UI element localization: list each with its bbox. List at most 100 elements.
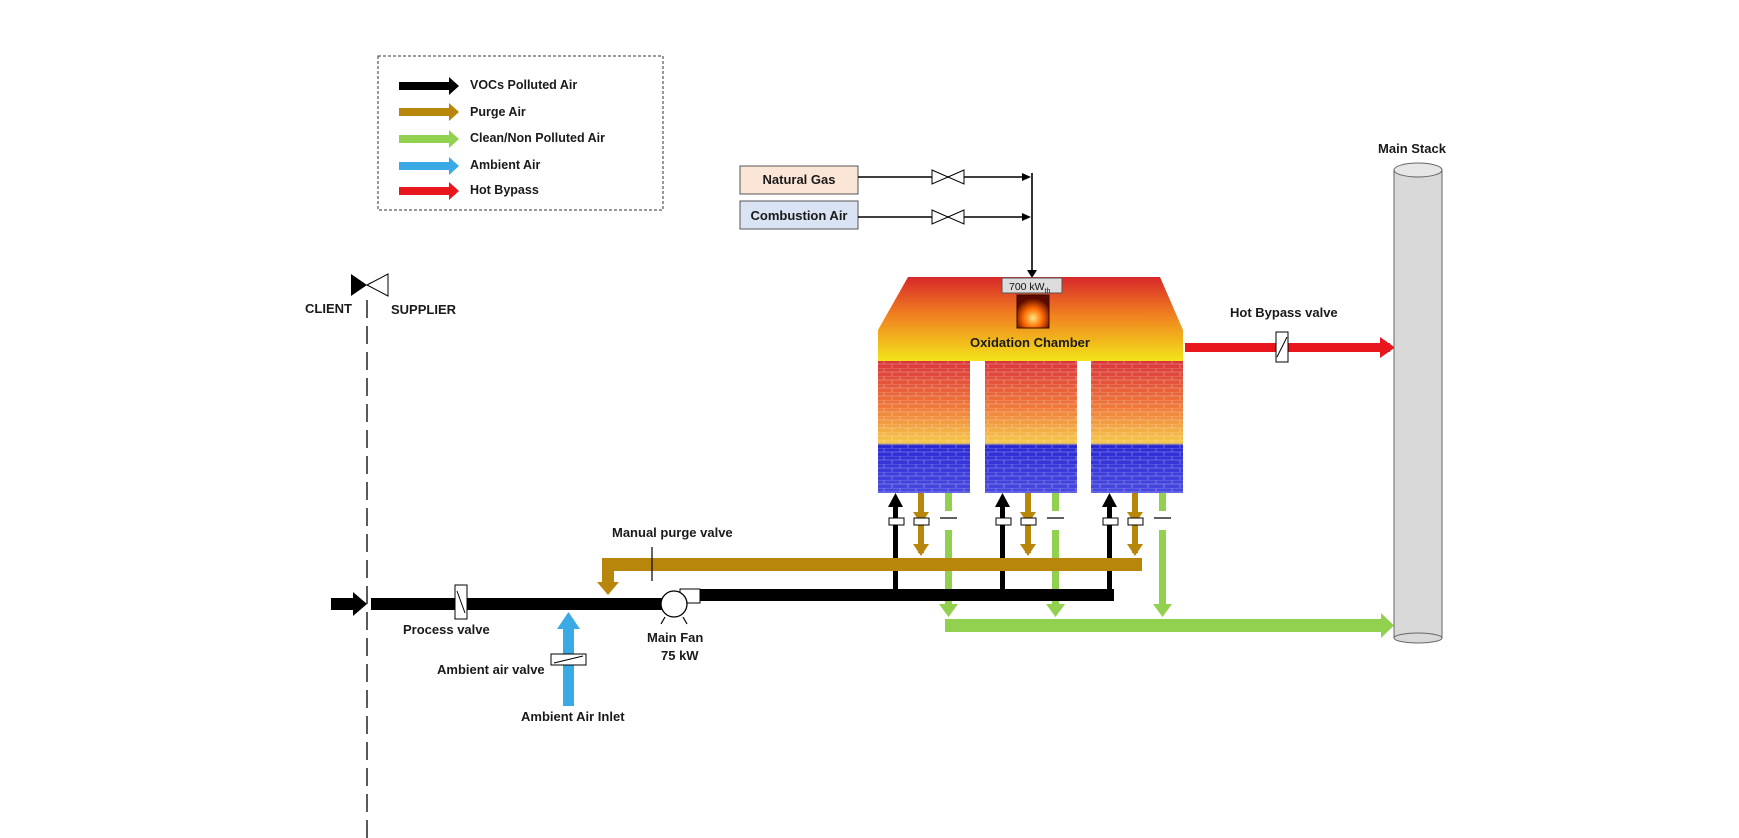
bed-1-voc-arrow bbox=[888, 493, 903, 507]
battery-limit-valve-open-icon bbox=[365, 273, 389, 297]
bed-2-voc-duct bbox=[1000, 503, 1005, 597]
voc-inlet-stub bbox=[331, 598, 355, 610]
bed-1-clean-duct bbox=[945, 493, 952, 511]
bed-2-purge-valve-icon[interactable] bbox=[1020, 517, 1037, 526]
ambient-air-inlet-label: Ambient Air Inlet bbox=[521, 709, 625, 724]
legend-item-ambient: Ambient Air bbox=[399, 157, 541, 175]
supplier-label: SUPPLIER bbox=[391, 302, 457, 317]
natural-gas-box bbox=[739, 165, 859, 195]
burner-feed-arrow bbox=[1027, 270, 1037, 278]
bed-2-voc-valve-icon[interactable] bbox=[995, 517, 1012, 526]
bed-3-voc-valve-icon[interactable] bbox=[1102, 517, 1119, 526]
burner-rating-box bbox=[1001, 277, 1063, 294]
purge-header-line bbox=[602, 558, 1142, 571]
legend-label-bypass: Hot Bypass bbox=[470, 183, 539, 197]
bed-3-purge-arrow-lower bbox=[1127, 544, 1143, 556]
natural-gas-valve-icon[interactable] bbox=[931, 169, 965, 185]
legend-item-bypass: Hot Bypass bbox=[399, 182, 539, 200]
bed-3-clean-duct-lower bbox=[1159, 530, 1166, 607]
stack-label: Main Stack bbox=[1378, 141, 1447, 156]
battery-limit: CLIENT SUPPLIER bbox=[305, 273, 457, 838]
clean-air-header-arrow bbox=[1381, 613, 1394, 638]
natural-gas-line-arrow bbox=[1022, 173, 1031, 181]
bed-3-voc-arrow bbox=[1102, 493, 1117, 507]
process-valve-label: Process valve bbox=[403, 622, 490, 637]
manual-purge-valve-label: Manual purge valve bbox=[612, 525, 733, 540]
combustion-air-box bbox=[739, 200, 859, 230]
main-fan-power: 75 kW bbox=[661, 648, 699, 663]
legend-label-clean: Clean/Non Polluted Air bbox=[470, 131, 605, 145]
oxidation-chamber: 700 kWth Oxidation Chamber bbox=[878, 277, 1183, 493]
voc-main-line bbox=[371, 598, 666, 610]
bed-1-bricks bbox=[878, 361, 970, 493]
legend-arrow-bypass bbox=[399, 182, 459, 200]
bed-3-bricks bbox=[1091, 361, 1183, 493]
bed-3-voc-duct bbox=[1107, 503, 1112, 597]
legend-item-clean: Clean/Non Polluted Air bbox=[399, 130, 605, 148]
stack-bottom bbox=[1393, 632, 1443, 644]
voc-header-line bbox=[696, 589, 1114, 601]
battery-limit-valve-icon bbox=[351, 274, 367, 296]
hot-bypass-valve-label: Hot Bypass valve bbox=[1230, 305, 1338, 320]
legend-label-purge: Purge Air bbox=[470, 105, 526, 119]
main-fan-base-right bbox=[682, 616, 688, 625]
bed-1-voc-valve-icon[interactable] bbox=[888, 517, 905, 526]
legend-item-voc: VOCs Polluted Air bbox=[399, 77, 577, 95]
legend: VOCs Polluted Air Purge Air Clean/Non Po… bbox=[377, 55, 664, 211]
hot-bypass: Hot Bypass valve bbox=[1185, 305, 1395, 363]
main-stack: Main Stack bbox=[1378, 141, 1447, 644]
voc-process-line: Process valve bbox=[331, 584, 1114, 637]
bed-1-voc-duct bbox=[893, 503, 898, 597]
bed-3-clean-duct bbox=[1159, 493, 1166, 511]
combustion-air-valve-icon[interactable] bbox=[931, 209, 965, 225]
legend-arrow-voc bbox=[399, 77, 459, 95]
hot-bypass-valve-stem bbox=[1276, 336, 1288, 358]
bed-1-clean-arrow bbox=[939, 604, 958, 617]
ambient-air-valve-stem bbox=[553, 655, 584, 664]
bed-3-clean-arrow bbox=[1153, 604, 1172, 617]
bed-3-ducts bbox=[1102, 493, 1172, 617]
ambient-air-arrow bbox=[557, 612, 580, 629]
natural-gas-label: Natural Gas bbox=[763, 172, 836, 187]
ambient-air-valve-label: Ambient air valve bbox=[437, 662, 545, 677]
stack-top bbox=[1393, 162, 1443, 178]
bed-3-purge-valve-icon[interactable] bbox=[1127, 517, 1144, 526]
bed-2-clean-arrow bbox=[1046, 604, 1065, 617]
bed-1-purge-arrow-lower bbox=[913, 544, 929, 556]
clean-air-header bbox=[945, 613, 1394, 638]
purge-header-arrow bbox=[597, 582, 619, 595]
process-valve-stem bbox=[456, 590, 466, 614]
chamber-label: Oxidation Chamber bbox=[970, 335, 1090, 350]
main-fan-label: Main Fan bbox=[647, 630, 703, 645]
legend-frame bbox=[377, 55, 664, 211]
main-fan-base-left bbox=[660, 616, 666, 625]
bed-1-purge-valve-icon[interactable] bbox=[913, 517, 930, 526]
burner-flame-icon bbox=[1016, 294, 1050, 329]
hot-bypass-arrow bbox=[1380, 337, 1395, 358]
combustion-air-label: Combustion Air bbox=[750, 208, 847, 223]
voc-inlet-arrow bbox=[353, 592, 367, 616]
ambient-air: Ambient air valve Ambient Air Inlet bbox=[437, 612, 625, 724]
main-fan: Main Fan 75 kW bbox=[647, 588, 703, 663]
legend-item-purge: Purge Air bbox=[399, 103, 526, 121]
stack-body bbox=[1393, 169, 1443, 639]
burner-rating: 700 kWth bbox=[1009, 281, 1051, 295]
main-fan-icon[interactable] bbox=[660, 590, 688, 618]
bed-2-clean-duct bbox=[1052, 493, 1059, 511]
purge-header: Manual purge valve bbox=[597, 525, 1142, 595]
combustion-air-line-arrow bbox=[1022, 213, 1031, 221]
clean-air-header-line bbox=[945, 619, 1385, 632]
fuel-supply: Natural Gas Combustion Air bbox=[739, 165, 1037, 278]
legend-arrow-clean bbox=[399, 130, 459, 148]
legend-arrow-purge bbox=[399, 103, 459, 121]
ambient-air-duct bbox=[563, 626, 574, 706]
bed-2-purge-arrow-lower bbox=[1020, 544, 1036, 556]
legend-arrow-ambient bbox=[399, 157, 459, 175]
bed-2-voc-arrow bbox=[995, 493, 1010, 507]
purge-header-drop bbox=[602, 558, 614, 584]
bed-2-bricks bbox=[985, 361, 1077, 493]
legend-label-voc: VOCs Polluted Air bbox=[470, 78, 577, 92]
legend-label-ambient: Ambient Air bbox=[470, 158, 541, 172]
client-label: CLIENT bbox=[305, 301, 352, 316]
